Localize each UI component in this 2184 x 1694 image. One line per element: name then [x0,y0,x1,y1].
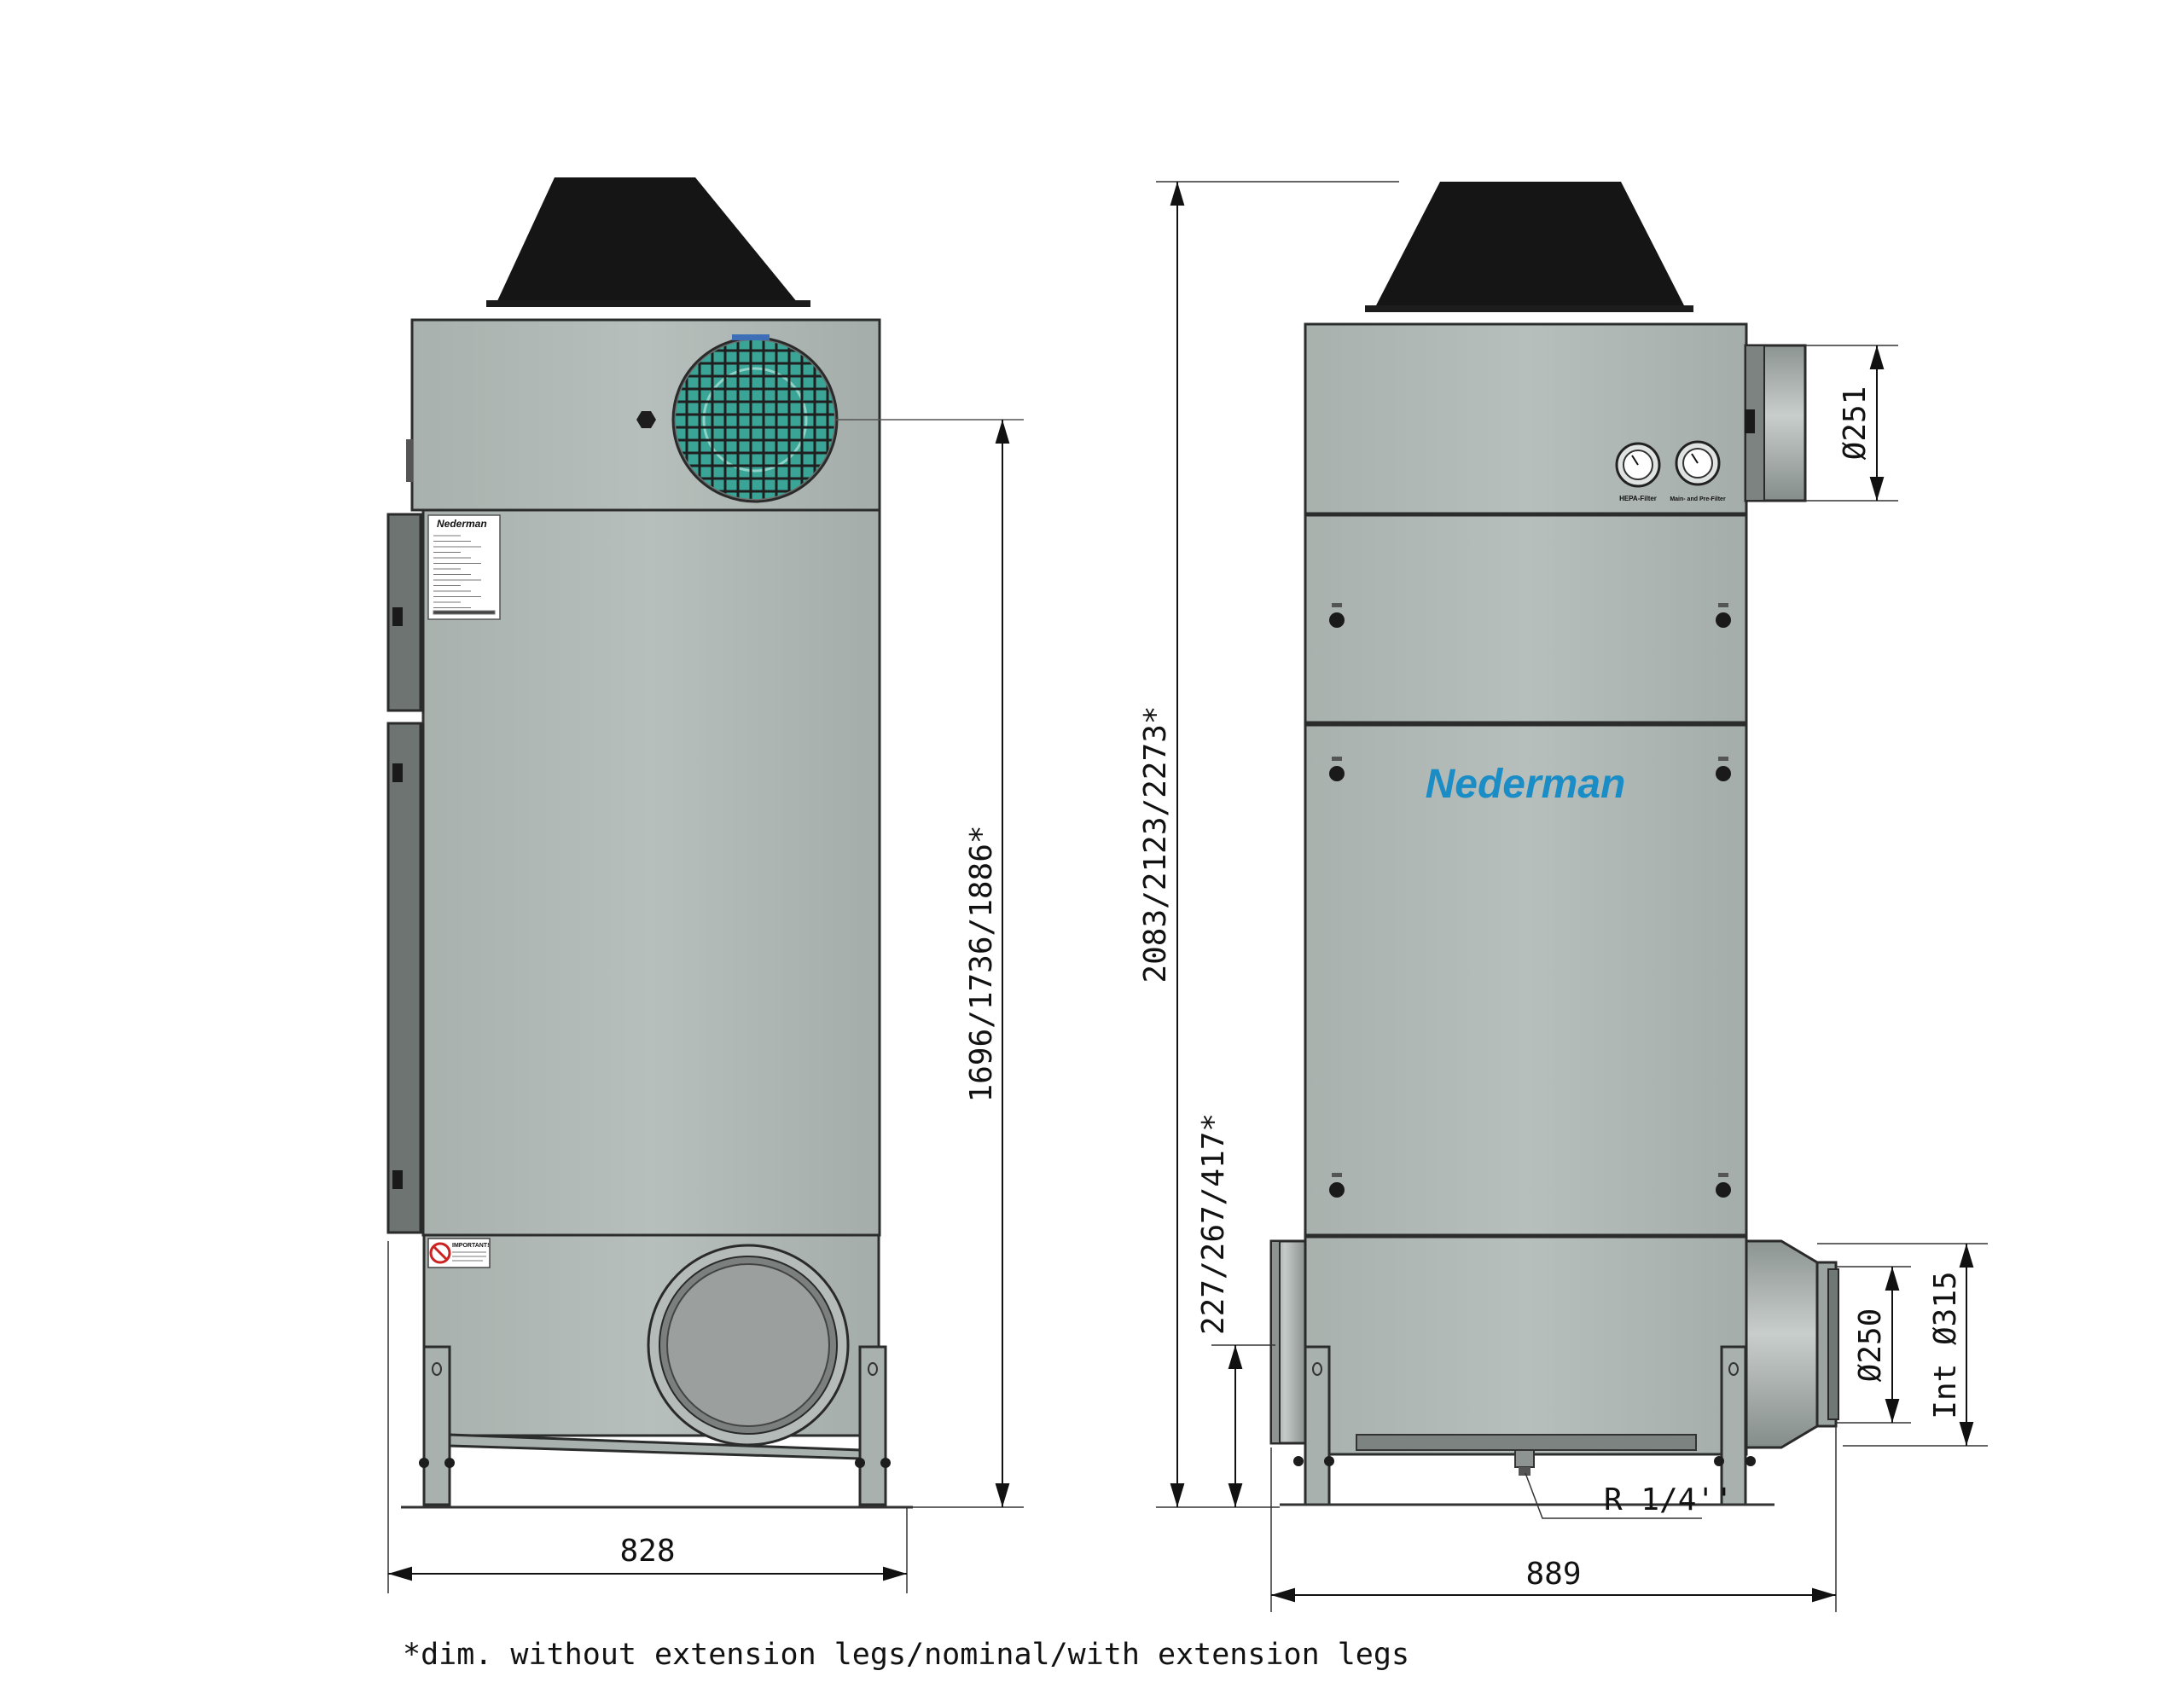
left-inlet-stub [1269,1239,1307,1445]
side-hood [497,177,798,303]
hex-bolt-icon [636,411,656,428]
front-top-module [1304,322,1748,515]
dim-outlet-diameter: Ø251 [1805,345,1898,502]
panel-latches [1329,603,1731,1198]
filter-grille [671,334,839,503]
dim-width-828: 828 [387,1241,908,1593]
front-hood [1375,182,1685,307]
dim-label-inlet-diameter: Ø250 [1853,1308,1888,1383]
latch-icon [1329,612,1345,628]
gauge-label-hepa: HEPA-Filter [1619,495,1657,502]
dim-label-inlet-height: 1696/1736/1886* [964,825,999,1102]
pressure-gauge-hepa: HEPA-Filter [1615,442,1661,502]
front-panel-main [1304,723,1748,1237]
front-panel-upper [1304,513,1748,724]
latch-icon [1716,612,1731,628]
outlet-pipe [1744,344,1807,502]
warning-sticker: IMPORTANT! [427,1238,491,1268]
side-view: Nederman IMPORTANT! [386,177,1024,1593]
footnote: *dim. without extension legs/nominal/wit… [403,1638,1410,1672]
side-inlet [647,1244,850,1447]
rating-plate: Nederman [427,514,501,620]
gauge-label-main: Main- and Pre-Filter [1670,496,1726,502]
side-cabinet [421,508,881,1237]
drain-leader: R 1/4'' [1525,1472,1734,1519]
dim-label-inlet-internal: Int Ø315 [1928,1271,1963,1418]
rating-plate-brand: Nederman [437,518,487,530]
side-legs [422,1345,887,1506]
dim-label-drain: R 1/4'' [1604,1482,1734,1517]
drain-fitting [1514,1449,1535,1476]
side-door-lower [386,722,422,1234]
pressure-gauge-main: Main- and Pre-Filter [1670,440,1726,502]
dim-label-outlet-diameter: Ø251 [1838,386,1873,461]
dim-label-total-height: 2083/2123/2273* [1138,705,1173,983]
warning-title: IMPORTANT! [452,1243,489,1249]
dim-label-828: 828 [619,1534,675,1569]
dim-inlet-diameter: Ø250 [1836,1266,1911,1424]
dim-inlet-height-front: 227/267/417* [1196,1113,1275,1507]
dim-inlet-height-side: 1696/1736/1886* [883,420,1024,1508]
right-inlet [1745,1239,1839,1449]
front-brand-logo: Nederman [1426,762,1626,807]
dim-label-inlet-height-front: 227/267/417* [1196,1113,1231,1335]
front-bottom-module [1304,1235,1748,1456]
dim-label-889: 889 [1525,1557,1581,1592]
latch-icon [1329,766,1345,781]
dim-width-889: 889 [1270,1426,1837,1612]
latch-icon [1716,766,1731,781]
latch-icon [1329,1182,1345,1198]
dim-inlet-internal: Int Ø315 [1817,1243,1988,1447]
dim-total-height: 2083/2123/2273* [1138,181,1399,1508]
latch-icon [1716,1182,1731,1198]
front-view: HEPA-Filter Main- and Pre-Filter Nederma… [1138,181,1988,1612]
